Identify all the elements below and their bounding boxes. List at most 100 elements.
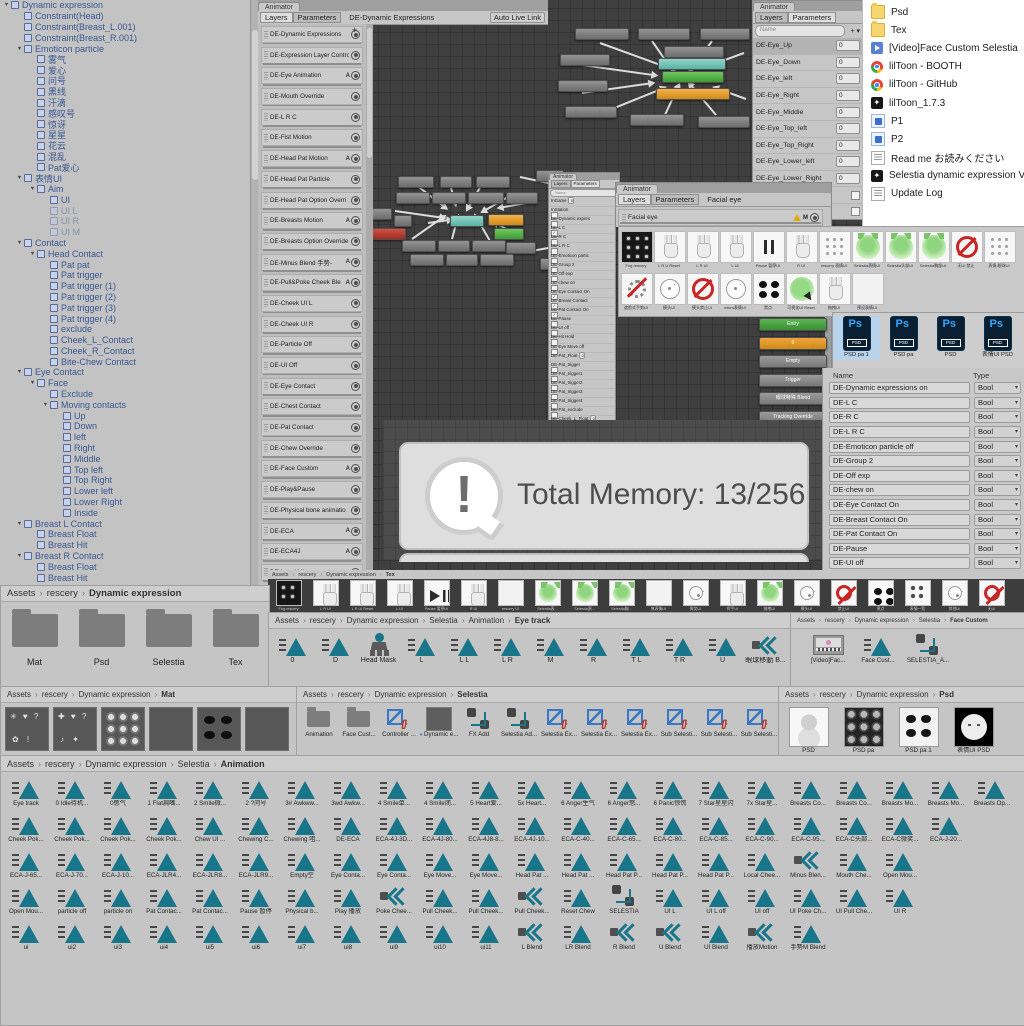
state-node[interactable]	[698, 116, 750, 128]
state-node[interactable]	[394, 215, 412, 227]
animation-asset[interactable]: Pull Cheek...	[509, 880, 555, 916]
parameter-type-dropdown[interactable]: Bool	[974, 455, 1021, 468]
animation-asset[interactable]: Breasts Co...	[785, 772, 831, 808]
hierarchy-item[interactable]: Breast Hit	[0, 540, 250, 551]
add-parameter-button[interactable]: + ▾	[850, 28, 860, 35]
expand-arrow-icon[interactable]: ▼	[16, 553, 23, 560]
parameter-type-dropdown[interactable]: Bool	[974, 513, 1021, 526]
animator-layer[interactable]: DE-Eye Contact	[261, 377, 363, 397]
parameter-value-field[interactable]: 0	[567, 197, 575, 204]
texture-item[interactable]: Selestia头部UI	[885, 231, 917, 269]
hierarchy-item[interactable]: UI M	[0, 227, 250, 238]
animation-asset[interactable]: 7x Star星...	[739, 772, 785, 808]
animation-asset[interactable]: particle on	[95, 880, 141, 916]
material-item[interactable]	[243, 703, 291, 751]
texture-strip-item[interactable]: Selestia表...	[529, 579, 566, 612]
explorer-file-row[interactable]: [Video]Face Custom Selestia	[863, 39, 1024, 57]
layers-scrollbar[interactable]	[366, 24, 373, 585]
parameter-type-dropdown[interactable]: Bool	[974, 440, 1021, 453]
animation-asset[interactable]: 4 Smile闭...	[417, 772, 463, 808]
breadcrumb-part[interactable]: Selestia	[419, 616, 457, 625]
animator-layer[interactable]: DE-ECA A	[261, 522, 363, 541]
texture-strip-item[interactable]: R UI	[455, 579, 492, 612]
layers-tab[interactable]: Layers	[755, 11, 788, 23]
breadcrumb-part[interactable]: Tex	[376, 572, 395, 578]
parameter-checkbox[interactable]	[551, 303, 558, 310]
animation-asset[interactable]: Open Mou...	[3, 880, 49, 916]
hierarchy-item[interactable]: Breast Float	[0, 561, 250, 572]
hierarchy-item[interactable]: 黑线	[0, 86, 250, 97]
hierarchy-item[interactable]: Top Right	[0, 475, 250, 486]
parameter-checkbox[interactable]	[551, 293, 558, 301]
parameter-checkbox[interactable]	[551, 384, 558, 392]
texture-strip-item[interactable]: Selestia胸...	[603, 579, 640, 612]
material-item[interactable]	[147, 703, 195, 751]
parameter-name-field[interactable]: DE-Emoticon particle off	[829, 440, 970, 453]
texture-strip-item[interactable]: L R UI	[307, 579, 344, 612]
material-item[interactable]	[195, 703, 243, 751]
breadcrumb-part[interactable]: rescery	[815, 618, 845, 624]
state-node[interactable]	[410, 254, 444, 266]
animator-layer[interactable]: DE-Breasts Motion A	[261, 212, 363, 231]
state-machine-state[interactable]: Trigger	[759, 373, 827, 387]
breadcrumb-part[interactable]: Psd	[929, 690, 954, 699]
explorer-file-row[interactable]: Psd	[863, 3, 1024, 21]
breadcrumb-part[interactable]: Animation	[210, 759, 265, 769]
material-item[interactable]	[3, 703, 51, 751]
animation-asset[interactable]: ECA-C头部...	[831, 808, 877, 844]
parameter-table-row[interactable]: DE-Pause Bool	[823, 542, 1024, 557]
breadcrumb-part[interactable]: Assets	[7, 758, 35, 769]
parameter-value-field[interactable]: 0	[836, 106, 860, 118]
hierarchy-item[interactable]: Down	[0, 421, 250, 432]
state-node[interactable]	[700, 28, 750, 40]
explorer-file-row[interactable]: Selestia dynamic expression Ver.2.01	[863, 167, 1024, 185]
parameter-checkbox[interactable]	[851, 190, 860, 200]
texture-item[interactable]: micro表情UI	[720, 273, 752, 311]
material-item[interactable]	[99, 703, 147, 751]
animator-parameter-row[interactable]: DE-UI off	[549, 325, 619, 337]
texture-item[interactable]: 摸头禁止UI	[687, 273, 719, 311]
animator-parameter-row[interactable]: DE-Eye_Top_left 0	[753, 121, 863, 138]
parameter-name-field[interactable]: DE-chew on	[829, 484, 970, 497]
parameter-checkbox[interactable]	[551, 266, 558, 274]
state-node[interactable]	[476, 176, 510, 188]
animation-asset[interactable]: 3# Awkww...	[279, 772, 325, 808]
animation-asset[interactable]: 3wd Awkw...	[325, 772, 371, 808]
layers-tab[interactable]: Layers	[551, 180, 571, 188]
animator-parameter-row[interactable]: DE-Hit Hold	[549, 334, 619, 346]
parameter-value-field[interactable]: 0	[836, 139, 860, 151]
breadcrumb-part[interactable]: Face Custom	[940, 618, 988, 624]
parameter-table-row[interactable]: DE-R C Bool	[823, 410, 1024, 425]
hierarchy-item[interactable]: Cheek_R_Contact	[0, 346, 250, 357]
hierarchy-item[interactable]: Pat trigger (4)	[0, 313, 250, 324]
state-node-teal[interactable]	[450, 215, 484, 227]
animator-layer[interactable]: DE-UI Off	[261, 357, 363, 376]
parameters-tab[interactable]: Parameters	[787, 11, 837, 23]
texture-strip-item[interactable]: 其他UI	[936, 579, 973, 612]
animation-asset[interactable]: ui3	[95, 916, 141, 952]
hierarchy-item[interactable]: 混乱	[0, 151, 250, 162]
texture-item[interactable]: 遮脸式手势UI	[621, 273, 653, 311]
texture-strip-item[interactable]: Fog rescery	[270, 579, 307, 612]
tab-animator[interactable]: Animator	[753, 2, 796, 11]
parameter-search-input[interactable]: Name	[550, 189, 618, 197]
texture-strip-item[interactable]: 蜡笔UI	[751, 579, 788, 612]
gear-icon[interactable]	[351, 154, 360, 164]
animator-parameter-row[interactable]: DE-Pat Contact On	[549, 307, 619, 319]
animation-asset[interactable]: Cheek Pok...	[141, 808, 187, 844]
animator-layer[interactable]: DE-Pull&Poke Cheek Ble A	[261, 274, 363, 293]
animation-asset[interactable]: 手勢M Blend	[785, 916, 831, 952]
animation-asset[interactable]: particle off	[49, 880, 95, 916]
parameter-checkbox[interactable]	[551, 284, 558, 292]
animator-parameter-row[interactable]: DE-Eye_Up 0	[753, 38, 863, 55]
animation-asset[interactable]: ECA-J-70...	[49, 844, 95, 880]
parameter-checkbox[interactable]	[551, 321, 558, 328]
parameter-checkbox[interactable]	[551, 375, 558, 383]
animator-parameter-row[interactable]: DE-Eye_Lower_left 0	[753, 154, 863, 171]
animation-asset[interactable]: ui11	[463, 916, 509, 952]
asset-item[interactable]: D	[314, 629, 357, 665]
parameter-checkbox[interactable]	[551, 221, 558, 228]
texture-item[interactable]: Fog rescery	[621, 231, 653, 269]
animation-asset[interactable]: ui2	[49, 916, 95, 952]
state-node[interactable]	[468, 192, 504, 204]
